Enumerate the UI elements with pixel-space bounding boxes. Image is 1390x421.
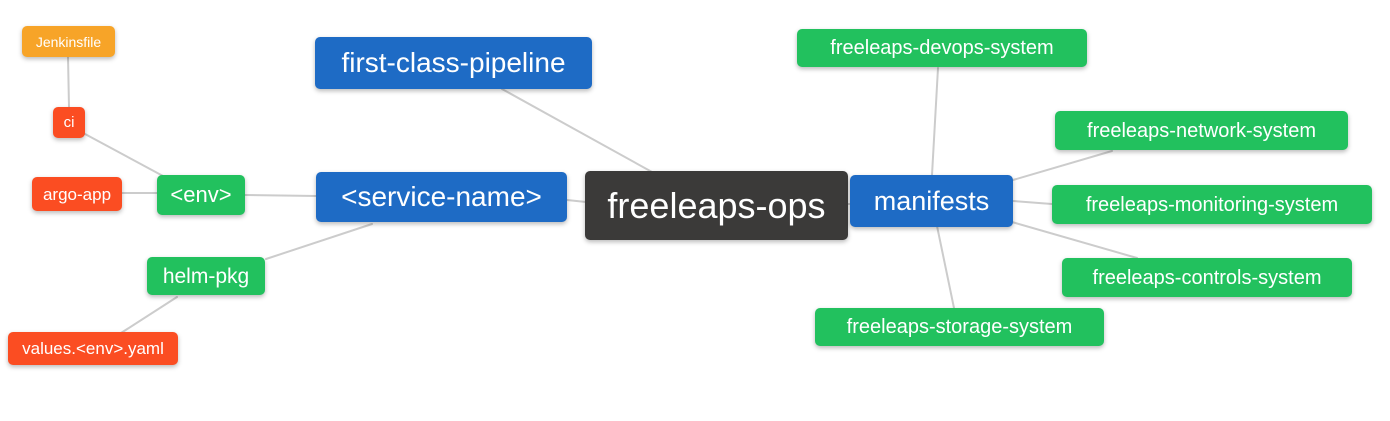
edge-manifests-devops	[931, 67, 939, 176]
node-controls-system[interactable]: freeleaps-controls-system	[1062, 258, 1352, 297]
node-label: first-class-pipeline	[341, 47, 566, 78]
node-ci[interactable]: ci	[53, 107, 85, 138]
edge-jenkinsfile-ci	[67, 56, 70, 108]
node-label: helm-pkg	[162, 264, 250, 288]
node-env[interactable]: <env>	[157, 175, 245, 215]
node-argo-app[interactable]: argo-app	[32, 177, 122, 211]
node-label: <service-name>	[341, 181, 542, 212]
edge-manifests-storage	[936, 225, 955, 309]
node-first-class-pipeline[interactable]: first-class-pipeline	[315, 37, 592, 89]
node-devops-system[interactable]: freeleaps-devops-system	[797, 29, 1087, 67]
node-label: Jenkinsfile	[35, 33, 102, 50]
edge-helm-pkg-values	[120, 296, 178, 334]
node-label: freeleaps-network-system	[1087, 119, 1316, 142]
node-values-env-yaml[interactable]: values.<env>.yaml	[8, 332, 178, 365]
node-label: <env>	[170, 182, 232, 207]
edge-pipeline-ops	[501, 88, 653, 173]
node-network-system[interactable]: freeleaps-network-system	[1055, 111, 1348, 150]
node-label: freeleaps-controls-system	[1092, 266, 1322, 289]
node-label: freeleaps-devops-system	[830, 37, 1054, 59]
node-label: values.<env>.yaml	[22, 339, 164, 358]
edge-manifests-monitoring	[1012, 200, 1053, 205]
edge-manifests-controls	[1011, 221, 1138, 259]
edge-manifests-network	[1012, 150, 1113, 181]
edge-service-name-helm-pkg	[265, 223, 373, 260]
node-label: manifests	[873, 185, 990, 216]
node-jenkinsfile[interactable]: Jenkinsfile	[22, 26, 115, 57]
node-label: freeleaps-storage-system	[846, 316, 1073, 338]
node-freeleaps-ops[interactable]: freeleaps-ops	[585, 171, 848, 240]
node-helm-pkg[interactable]: helm-pkg	[147, 257, 265, 295]
node-label: ci	[63, 114, 75, 131]
node-label: freeleaps-ops	[607, 184, 826, 226]
node-manifests[interactable]: manifests	[850, 175, 1013, 227]
edge-env-service-name	[244, 194, 318, 197]
node-label: freeleaps-monitoring-system	[1085, 193, 1339, 216]
edge-ci-env	[84, 133, 164, 177]
node-service-name[interactable]: <service-name>	[316, 172, 567, 222]
node-monitoring-system[interactable]: freeleaps-monitoring-system	[1052, 185, 1372, 224]
node-storage-system[interactable]: freeleaps-storage-system	[815, 308, 1104, 346]
edge-service-name-ops	[566, 199, 587, 203]
node-label: argo-app	[42, 184, 112, 204]
